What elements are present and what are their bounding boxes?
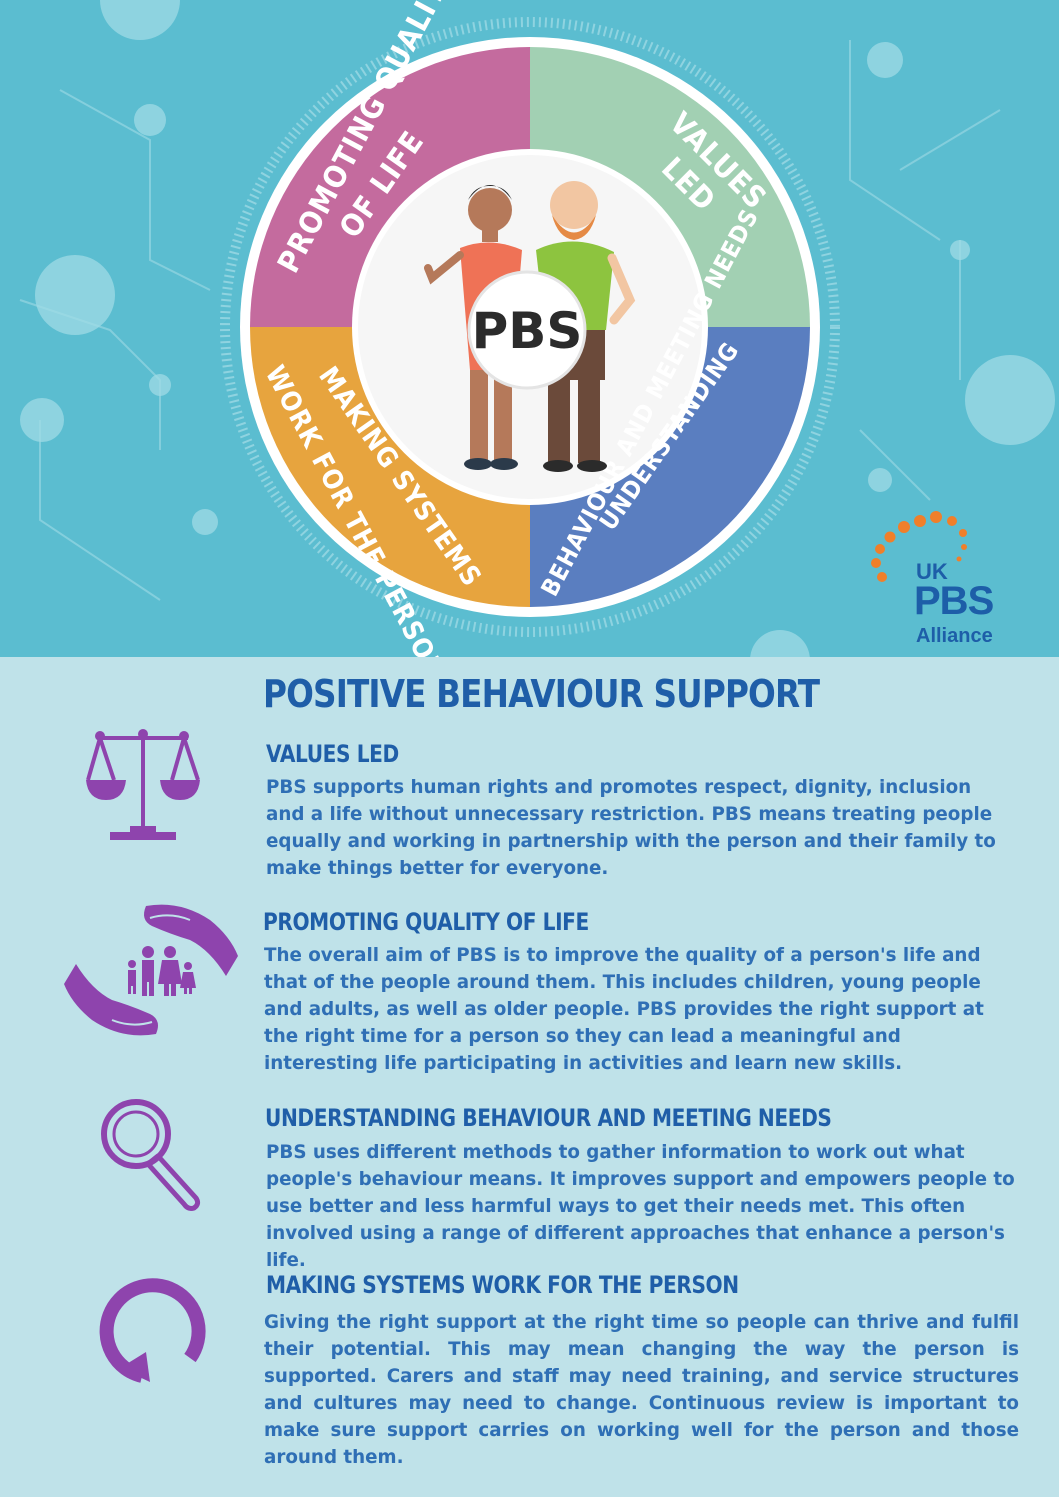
pbs-wheel-graphic: PROMOTING QUALITY OF LIFE VALUES LED UND… [19, 0, 1055, 657]
logo-text-uk: UK [916, 559, 948, 584]
magnifier-icon [101, 1099, 201, 1211]
logo-text-alliance: Alliance [916, 625, 993, 647]
section-body-understanding: PBS uses different methods to gather inf… [266, 1142, 1015, 1271]
logo-dots-icon [871, 511, 967, 582]
wheel-center-label: PBS [472, 302, 583, 360]
section-heading-making-systems: MAKING SYSTEMS WORK FOR THE PERSON [266, 1271, 739, 1299]
section-body-promoting-quality: The overall aim of PBS is to improve the… [264, 945, 984, 1074]
page-title: POSITIVE BEHAVIOUR SUPPORT [263, 672, 820, 716]
hero-graphic: PROMOTING QUALITY OF LIFE VALUES LED UND… [0, 0, 1059, 657]
hands-family-icon [64, 904, 238, 1036]
uk-pbs-alliance-logo: UK PBS Alliance [866, 505, 1016, 655]
cycle-arrow-icon [99, 1278, 206, 1383]
section-heading-promoting-quality: PROMOTING QUALITY OF LIFE [263, 908, 589, 936]
section-body-making-systems: Giving the right support at the right ti… [264, 1312, 1019, 1468]
section-heading-values-led: VALUES LED [266, 740, 399, 768]
logo-text-pbs: PBS [914, 579, 994, 623]
section-body-values-led: PBS supports human rights and promotes r… [266, 777, 996, 879]
section-heading-understanding: UNDERSTANDING BEHAVIOUR AND MEETING NEED… [265, 1104, 832, 1132]
scales-icon [86, 729, 200, 840]
